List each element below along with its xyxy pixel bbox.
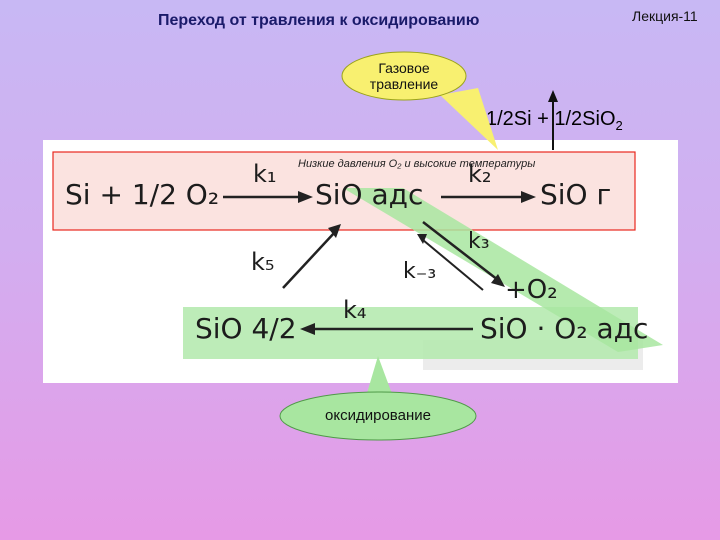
arrow-k5-head	[328, 224, 341, 238]
arrow-k5	[282, 231, 336, 289]
arrow-k2-head	[521, 191, 536, 203]
reaction-scheme: Низкие давления O₂ и высокие температуры…	[52, 151, 663, 370]
label-k3: k₃	[468, 229, 490, 254]
sio-4-2: SiO 4/2	[195, 312, 297, 345]
plus-o2: +O₂	[505, 275, 558, 305]
formula-main: 1/2Si + 1/2SiO	[486, 108, 616, 130]
oxidation-label: оксидирование	[325, 407, 431, 424]
formula-subscript: 2	[615, 118, 623, 133]
label-k1: k₁	[253, 160, 277, 188]
gas-etching-callout	[341, 51, 467, 101]
arrow-k1-head	[298, 191, 313, 203]
label-k-3: k₋₃	[403, 259, 436, 284]
lecture-number: Лекция-11	[632, 8, 698, 24]
condition-note: Низкие давления O₂ и высокие температуры	[298, 158, 535, 170]
sio-ads: SiO адс	[315, 178, 423, 211]
arrow-k-3	[422, 239, 484, 291]
label-k4: k₄	[343, 296, 367, 324]
oxidation-callout	[279, 391, 477, 441]
gas-etching-label: Газовое травление	[342, 60, 466, 92]
gas-callout-pointer	[440, 88, 498, 150]
arrow-k4-head	[300, 323, 315, 335]
sio-o2-ads: SiO · O₂ адс	[480, 312, 648, 345]
arrow-k3-head	[491, 274, 505, 287]
gas-etching-line2: травление	[369, 76, 439, 92]
gas-etching-band	[52, 151, 636, 231]
arrow-k3	[422, 221, 499, 281]
diagonal-band	[343, 188, 663, 352]
reactant-si-o2: Si + 1/2 O₂	[65, 178, 219, 211]
slide-title: Переход от травления к оксидированию	[158, 12, 480, 29]
formula-arrow-head	[548, 90, 558, 102]
label-k2: k₂	[468, 160, 492, 188]
sio-gas: SiO г	[540, 178, 611, 211]
gas-etching-line1: Газовое	[378, 60, 430, 76]
label-k5: k₅	[251, 248, 275, 276]
arrow-k-3-head	[417, 234, 427, 244]
reaction-diagram: Низкие давления O₂ и высокие температуры…	[43, 140, 678, 383]
etching-formula: 1/2Si + 1/2SiO2	[486, 108, 623, 133]
